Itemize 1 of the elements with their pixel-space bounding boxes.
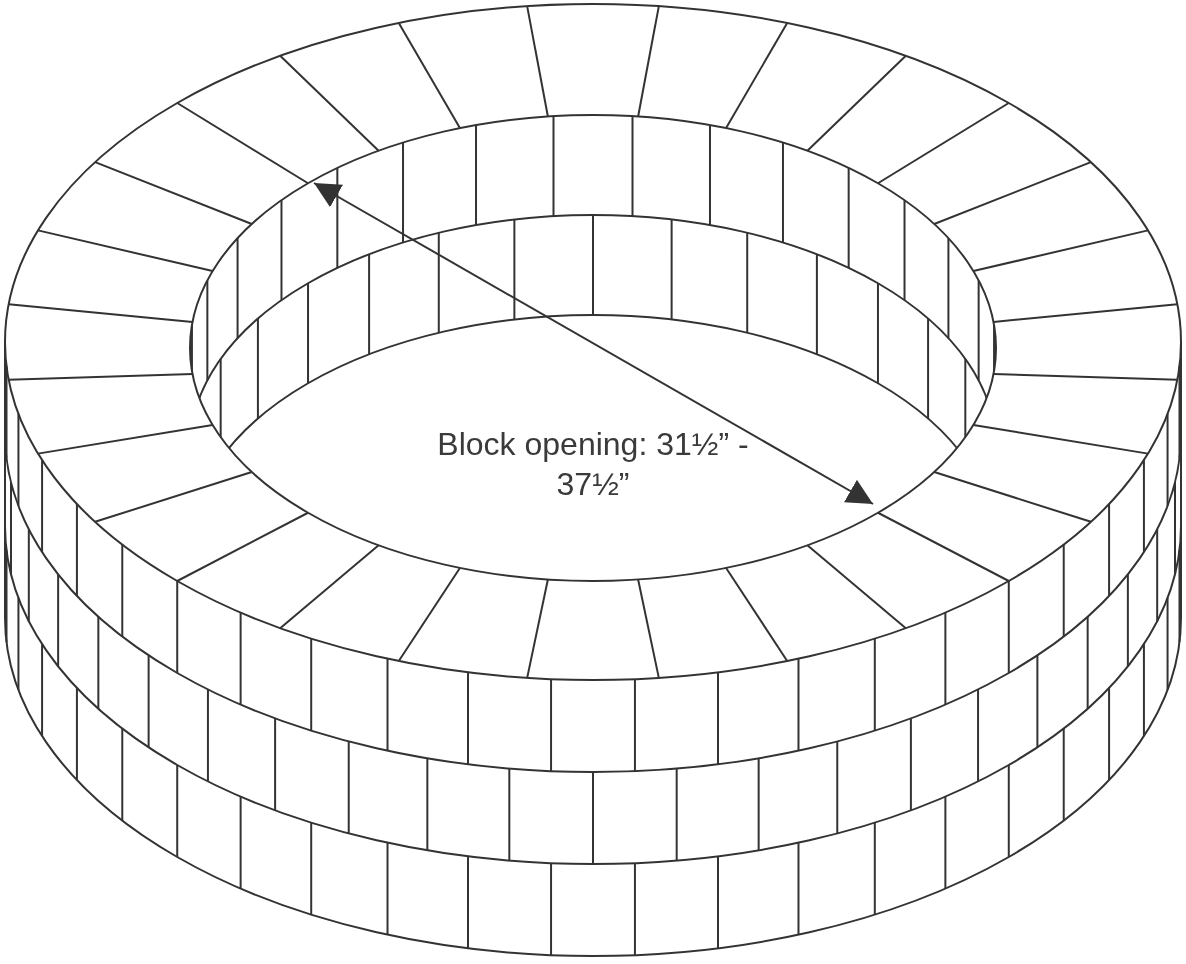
dimension-label: Block opening: 31½” - 37½”: [436, 425, 750, 504]
